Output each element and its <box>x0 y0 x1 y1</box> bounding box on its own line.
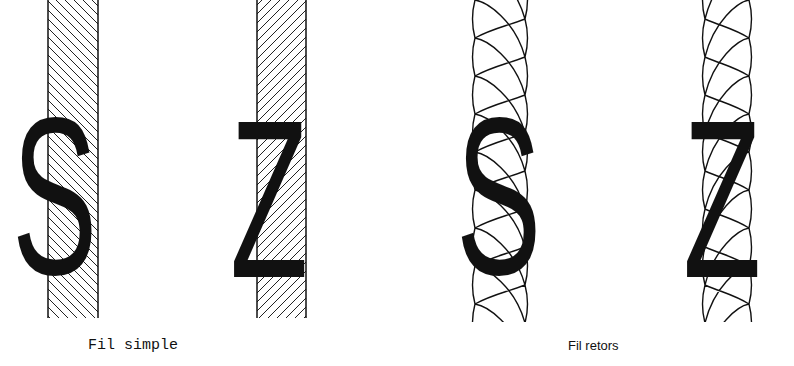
twist-letter: S <box>12 85 97 309</box>
twist-letter: S <box>456 85 541 309</box>
caption-label: Fil simple <box>88 337 178 355</box>
yarn-edge <box>97 0 99 318</box>
caption-label: Fil retors <box>568 338 619 354</box>
twist-letter: Z <box>230 88 308 312</box>
twist-letter: Z <box>683 88 761 312</box>
